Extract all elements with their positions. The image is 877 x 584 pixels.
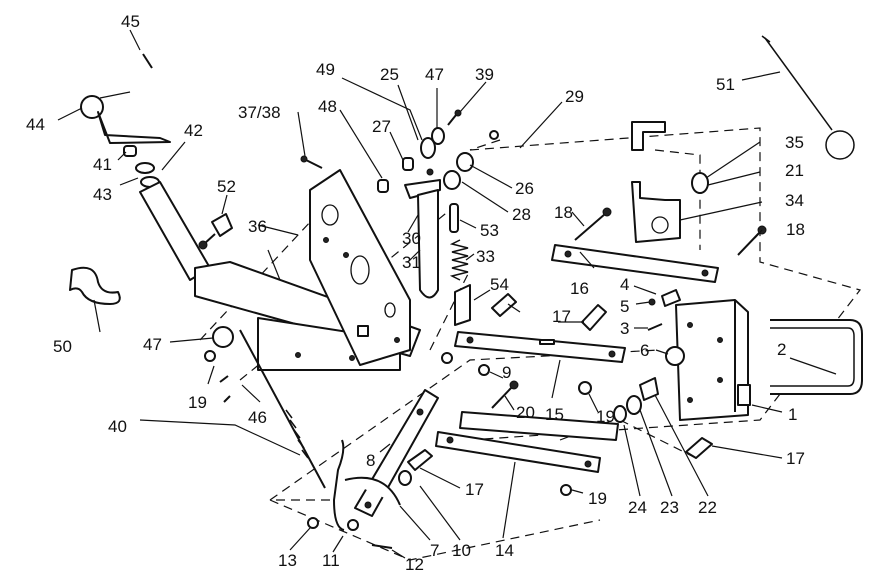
part-20-bolt xyxy=(491,380,519,409)
callout-25: 25 xyxy=(380,65,399,84)
part-36-frame xyxy=(194,169,421,371)
callout-17-right: 17 xyxy=(786,449,805,468)
part-45-pin xyxy=(142,53,153,69)
part-40-46-rod xyxy=(239,329,326,489)
part-4-5-3-small xyxy=(647,289,681,331)
callout-36: 36 xyxy=(248,217,267,236)
part-21-nut xyxy=(691,172,709,194)
part-16-flat-bar xyxy=(551,244,719,283)
callout-8: 8 xyxy=(366,451,375,470)
callout-53: 53 xyxy=(480,221,499,240)
callout-2: 2 xyxy=(777,340,786,359)
callout-51: 51 xyxy=(716,75,735,94)
callout-3: 3 xyxy=(620,319,629,338)
callout-50: 50 xyxy=(53,337,72,356)
callout-47-lower: 47 xyxy=(143,335,162,354)
callout-30: 30 xyxy=(402,229,421,248)
part-7-curved-link xyxy=(344,476,401,506)
part-53-pin xyxy=(449,203,459,233)
callout-49: 49 xyxy=(316,60,335,79)
part-2-u-bolt xyxy=(770,319,863,395)
callout-19-left: 19 xyxy=(188,393,207,412)
leader-lines xyxy=(57,29,837,559)
callout-16: 16 xyxy=(570,279,589,298)
callout-14: 14 xyxy=(495,541,514,560)
callout-13: 13 xyxy=(278,551,297,570)
callout-37-38: 37/38 xyxy=(238,103,281,122)
callout-15: 15 xyxy=(545,405,564,424)
part-24-23-22-bushings xyxy=(613,377,713,459)
callout-43: 43 xyxy=(93,185,112,204)
callout-48: 48 xyxy=(318,97,337,116)
part-31-link xyxy=(454,284,471,326)
callout-47-upper: 47 xyxy=(425,65,444,84)
part-1-housing xyxy=(665,299,751,421)
callout-5: 5 xyxy=(620,297,629,316)
callout-1: 1 xyxy=(788,405,797,424)
callout-21: 21 xyxy=(785,161,804,180)
callout-6: 6 xyxy=(640,341,649,360)
callout-35: 35 xyxy=(785,133,804,152)
callout-18-left: 18 xyxy=(554,203,573,222)
callout-28: 28 xyxy=(512,205,531,224)
part-18-bolts xyxy=(574,207,767,256)
part-25-47-fasteners xyxy=(420,109,462,159)
callout-11: 11 xyxy=(322,551,340,570)
part-19-nuts xyxy=(204,326,592,496)
part-30-bracket xyxy=(404,168,441,299)
part-14-plate xyxy=(435,431,601,473)
callout-10: 10 xyxy=(452,541,471,560)
part-9-plate xyxy=(454,331,626,363)
callout-42: 42 xyxy=(184,121,203,140)
part-54-bushing xyxy=(491,293,517,317)
part-44-knob-lever xyxy=(80,95,171,144)
callout-17-lower: 17 xyxy=(465,480,484,499)
callout-23: 23 xyxy=(660,498,679,517)
callout-17-upper: 17 xyxy=(552,307,571,326)
part-34-bracket xyxy=(631,121,681,243)
callout-12: 12 xyxy=(405,555,424,574)
callout-39: 39 xyxy=(475,65,494,84)
callout-45: 45 xyxy=(121,12,140,31)
callout-26: 26 xyxy=(515,179,534,198)
callout-29: 29 xyxy=(565,87,584,106)
callout-46: 46 xyxy=(248,408,267,427)
callout-22: 22 xyxy=(698,498,717,517)
callout-52: 52 xyxy=(217,177,236,196)
callout-40: 40 xyxy=(108,417,127,436)
callout-33: 33 xyxy=(476,247,495,266)
callout-20: 20 xyxy=(516,403,535,422)
callout-54: 54 xyxy=(490,275,509,294)
part-11-rod xyxy=(333,439,345,531)
part-bolts-upper-left xyxy=(300,155,414,193)
callout-4: 4 xyxy=(620,275,629,294)
callout-31: 31 xyxy=(402,253,421,272)
part-12-13-fasteners xyxy=(307,517,393,549)
callout-24: 24 xyxy=(628,498,647,517)
callout-34: 34 xyxy=(785,191,804,210)
part-10-collar xyxy=(398,449,433,486)
callout-19-middle: 19 xyxy=(596,407,615,426)
callout-19-lower: 19 xyxy=(588,489,607,508)
part-26-28-nuts xyxy=(443,130,499,190)
callout-41: 41 xyxy=(93,155,112,174)
part-42-lever-tube xyxy=(139,181,211,281)
part-52-knob xyxy=(198,213,233,250)
callout-27: 27 xyxy=(372,117,391,136)
callout-7: 7 xyxy=(430,541,439,560)
callout-labels: 45 44 42 41 43 52 49 25 47 39 29 51 37/3… xyxy=(26,12,805,574)
part-17-bushing-upper xyxy=(581,304,607,331)
callout-9: 9 xyxy=(502,363,511,382)
part-33-spring xyxy=(449,239,469,281)
part-50-clip xyxy=(69,266,121,305)
part-51-cable xyxy=(761,35,855,160)
callout-44: 44 xyxy=(26,115,45,134)
part-15-plate xyxy=(459,411,619,441)
callout-18-right: 18 xyxy=(786,220,805,239)
